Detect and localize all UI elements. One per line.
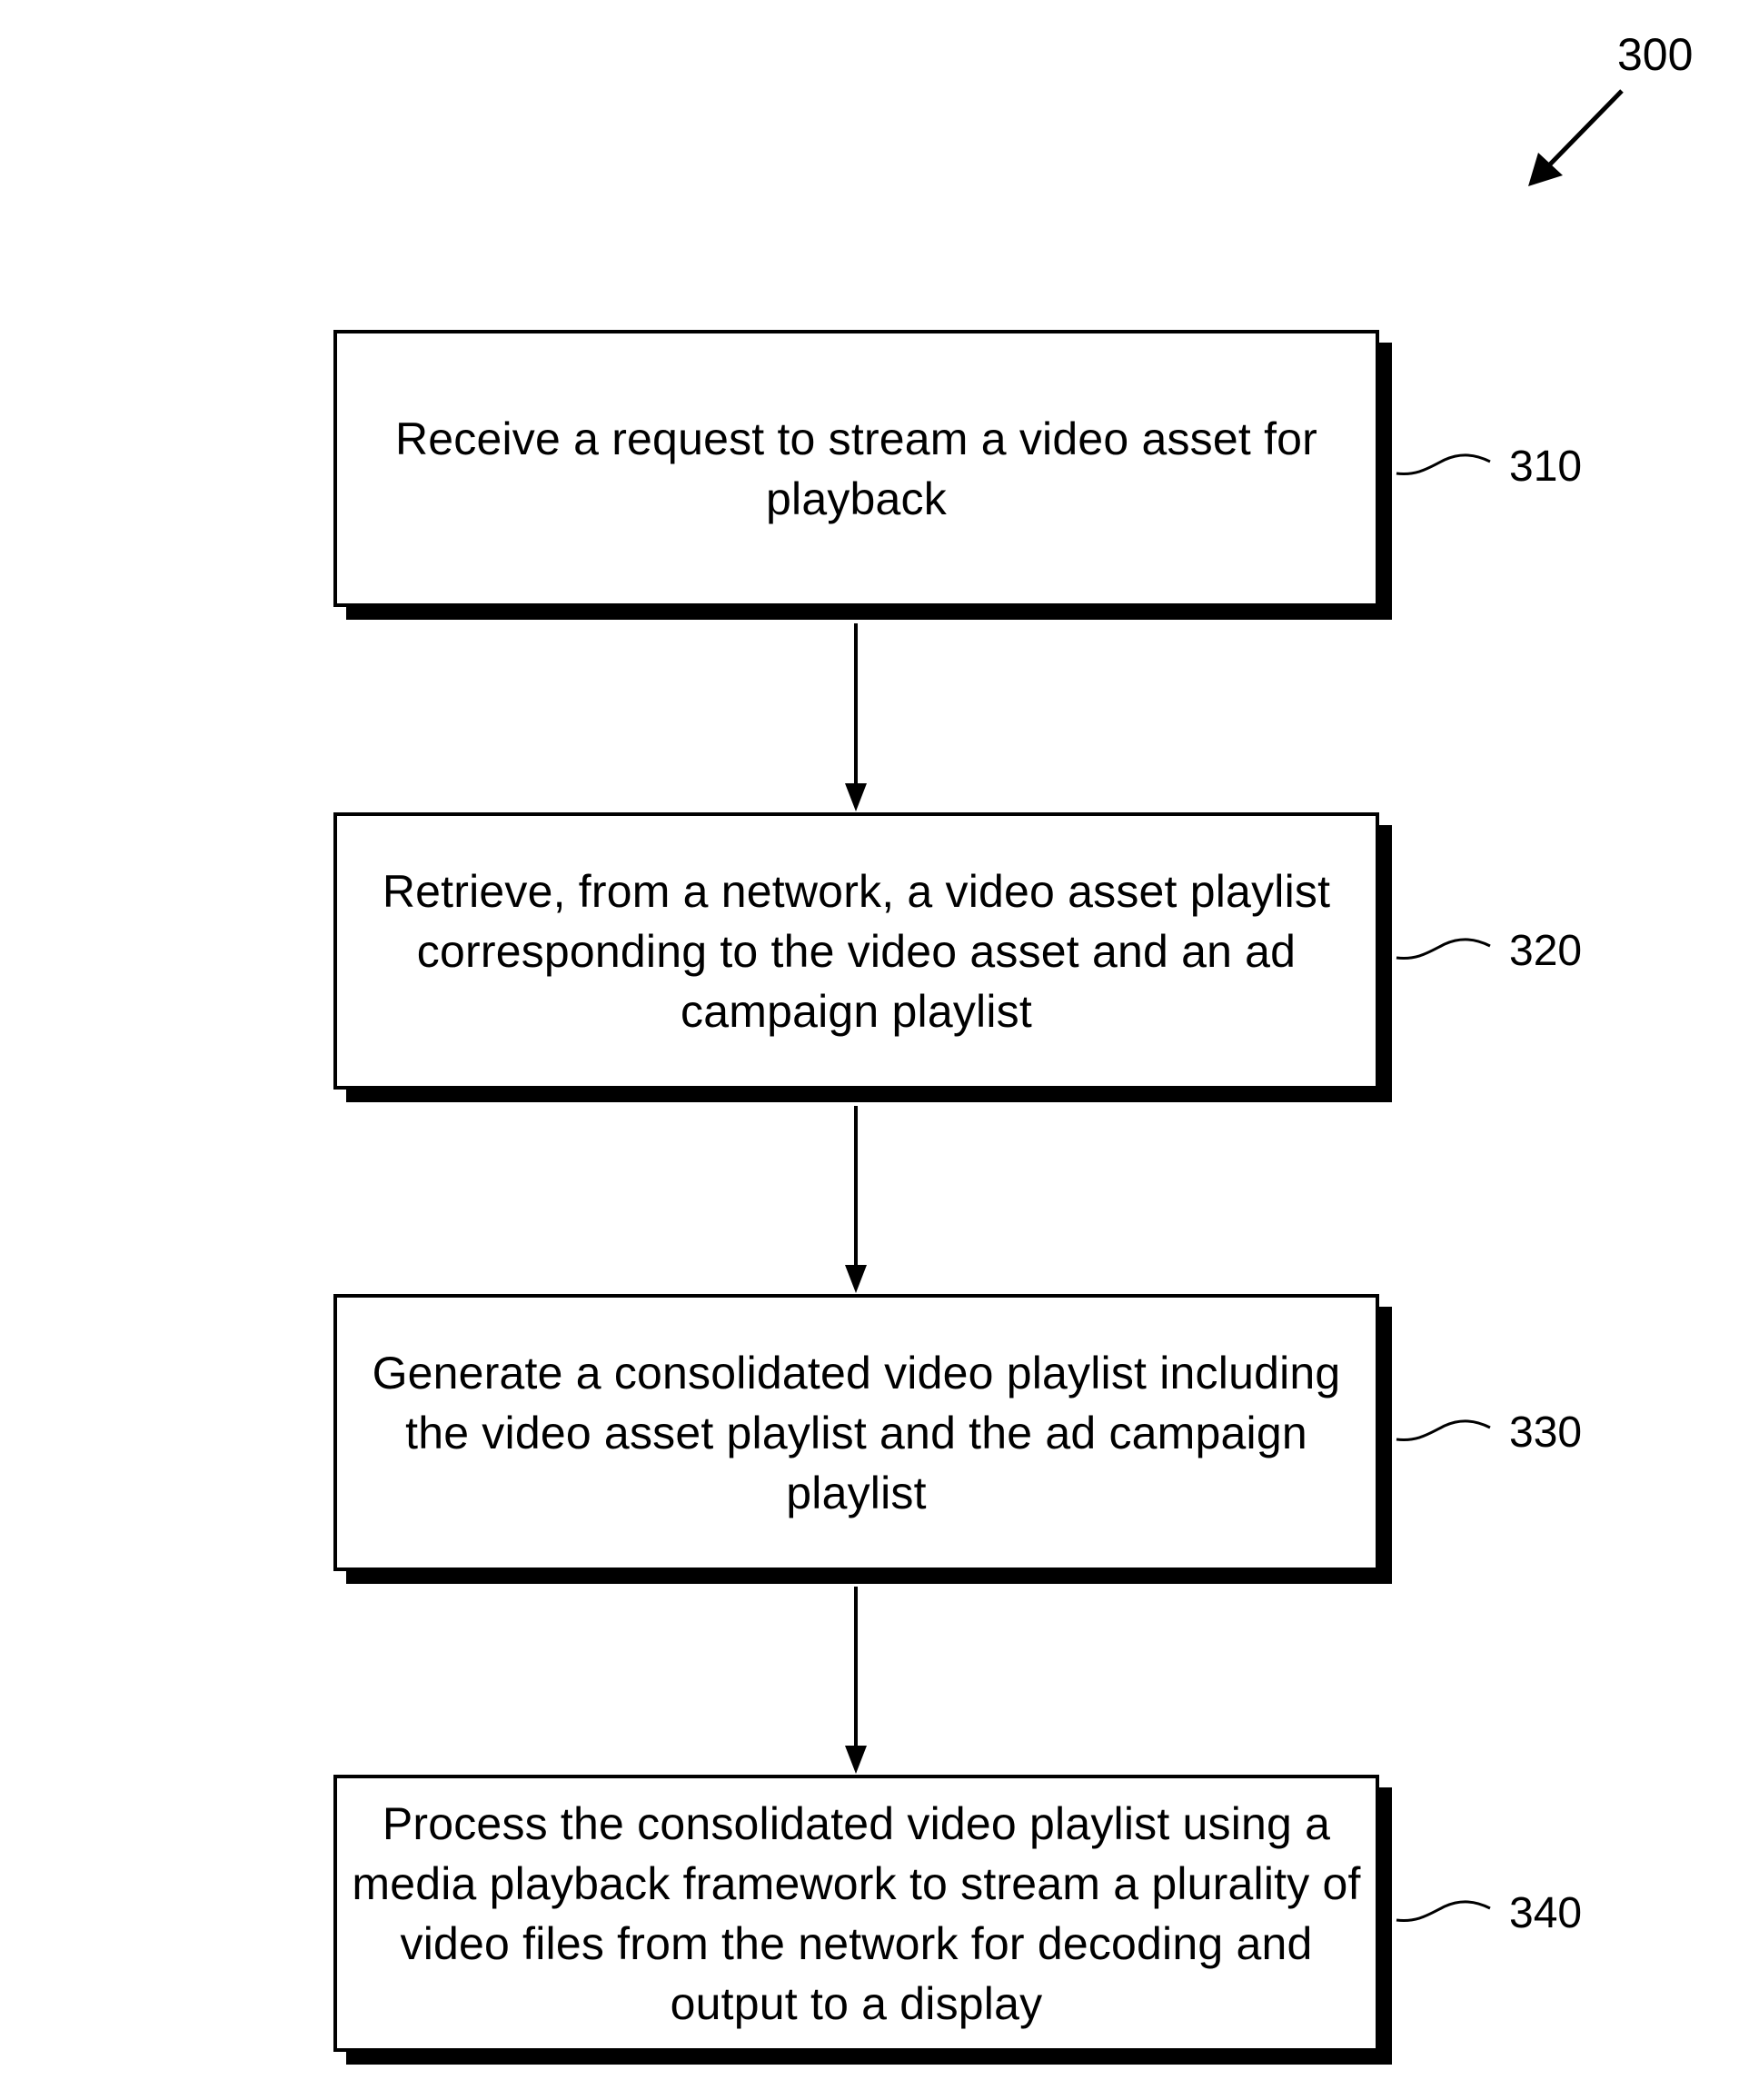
step-ref-310: 310	[1509, 445, 1582, 489]
figure-number-label: 300	[1617, 33, 1693, 76]
leader-line-330	[1396, 1421, 1490, 1440]
step-text-330: Generate a consolidated video playlist i…	[350, 1343, 1363, 1523]
step-text-320: Retrieve, from a network, a video asset …	[350, 861, 1363, 1041]
flow-arrow-330-340	[845, 1587, 867, 1774]
step-ref-330: 330	[1509, 1411, 1582, 1455]
step-box-340: Process the consolidated video playlist …	[333, 1775, 1379, 2052]
leader-line-340	[1396, 1902, 1490, 1921]
leader-line-320	[1396, 940, 1490, 959]
step-ref-340: 340	[1509, 1892, 1582, 1936]
step-box-310: Receive a request to stream a video asse…	[333, 330, 1379, 607]
figure-reference-arrow	[1528, 91, 1622, 186]
step-text-310: Receive a request to stream a video asse…	[350, 409, 1363, 529]
flow-arrow-320-330	[845, 1106, 867, 1293]
leader-line-310	[1396, 455, 1490, 474]
step-ref-320: 320	[1509, 930, 1582, 973]
step-text-340: Process the consolidated video playlist …	[350, 1794, 1363, 2034]
step-box-320: Retrieve, from a network, a video asset …	[333, 812, 1379, 1090]
step-box-330: Generate a consolidated video playlist i…	[333, 1294, 1379, 1571]
flow-arrow-310-320	[845, 623, 867, 811]
